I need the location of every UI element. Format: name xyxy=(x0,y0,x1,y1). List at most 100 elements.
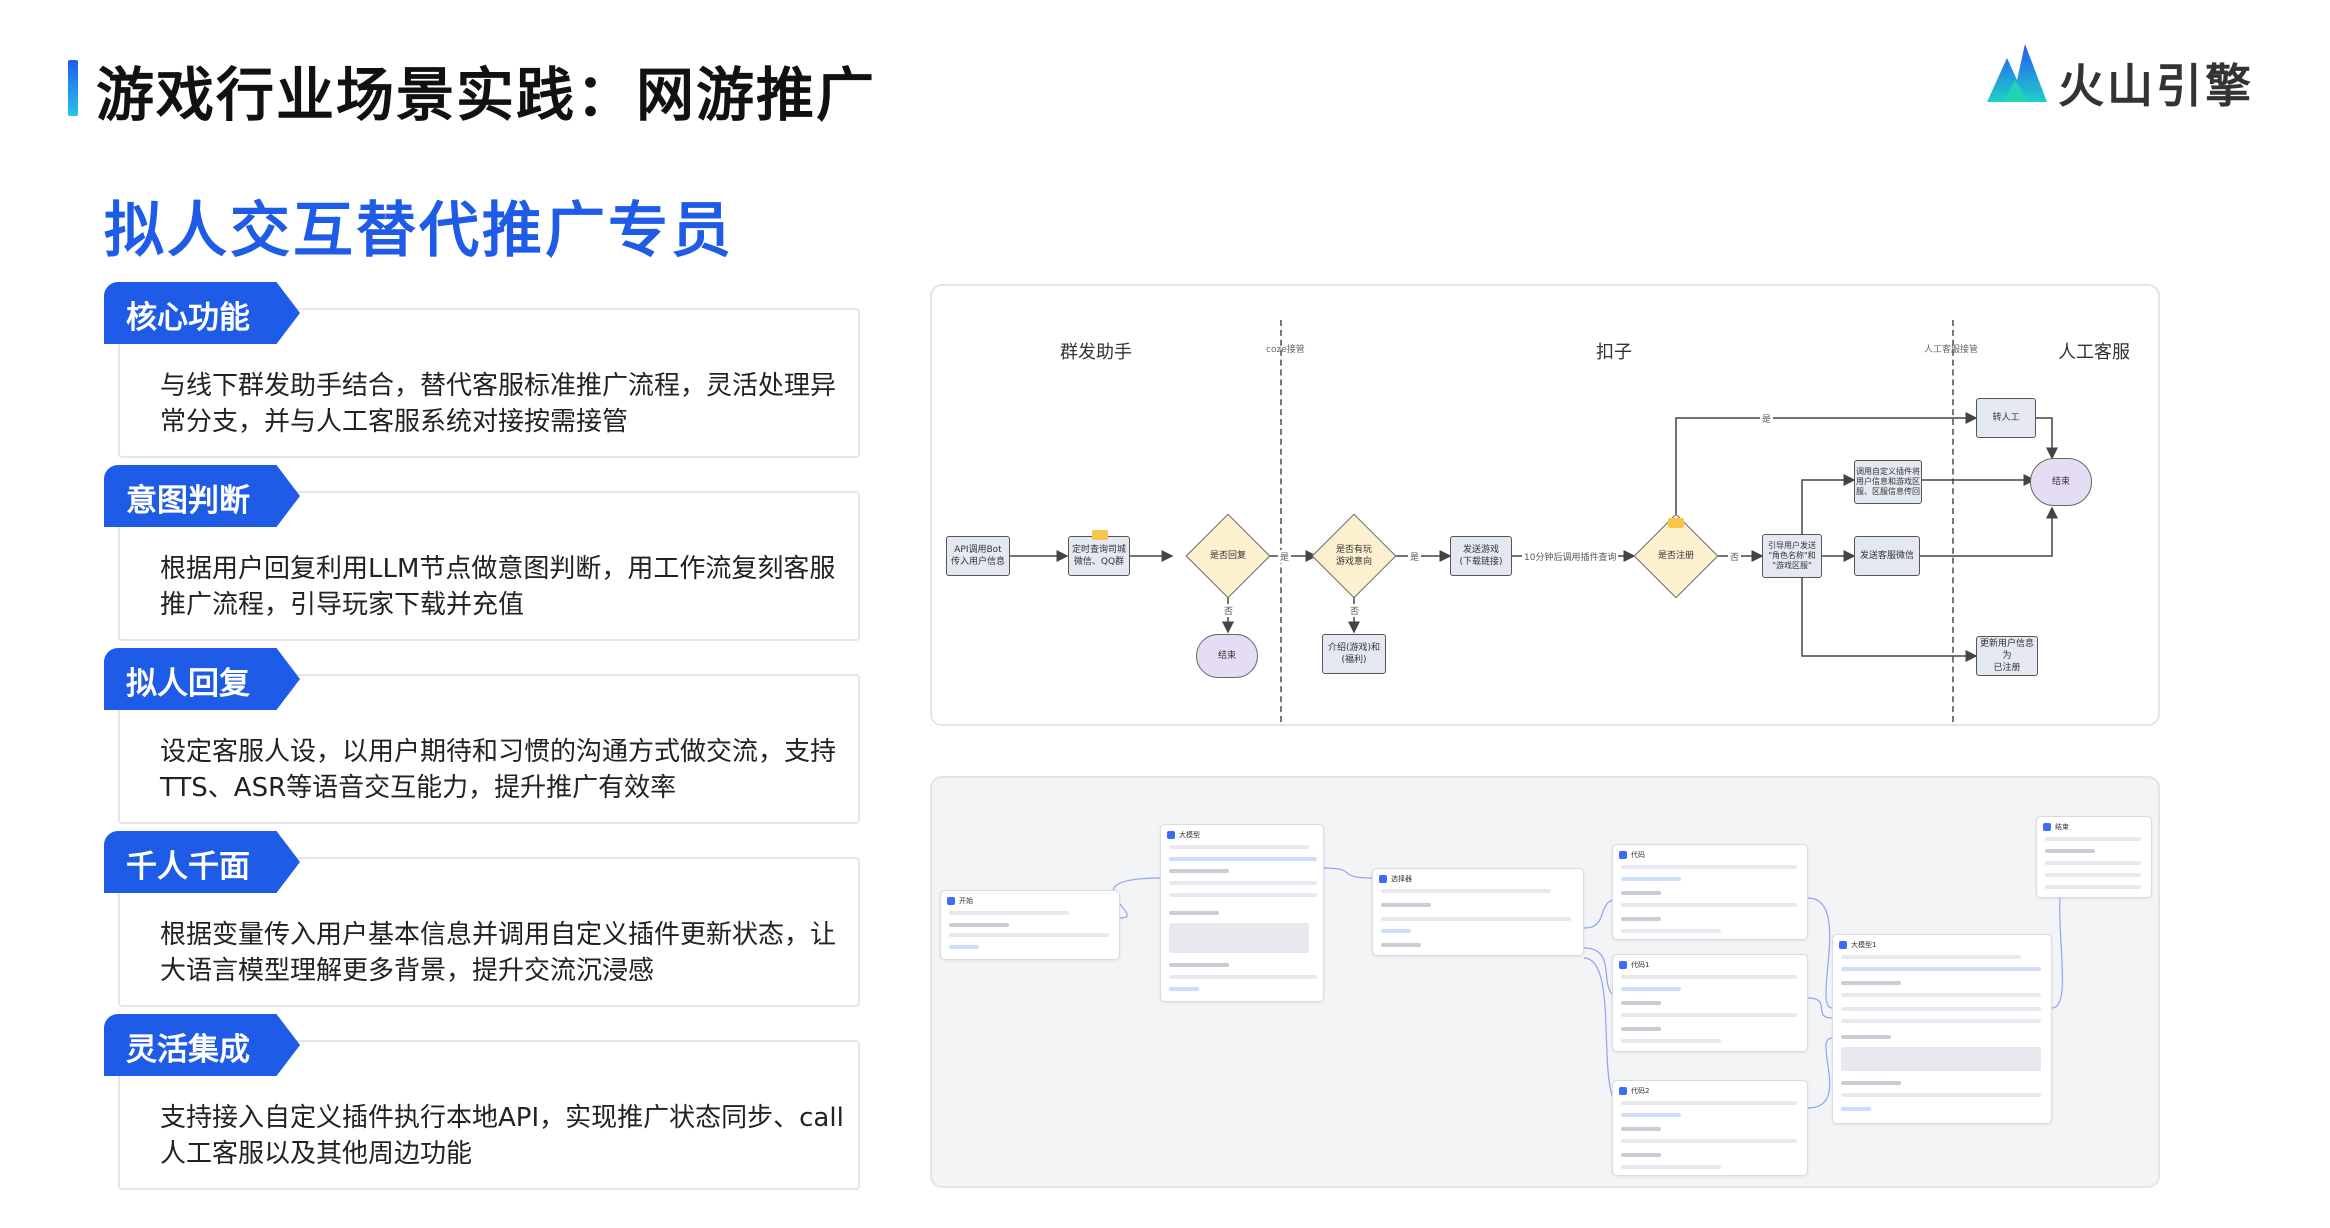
card-line xyxy=(1621,865,1797,869)
feature-text: 与线下群发助手结合，替代客服标准推广流程，灵活处理异常分支，并与人工客服系统对接… xyxy=(160,371,837,437)
card-line xyxy=(1169,963,1229,967)
node-reply-check-label: 是否回复 xyxy=(1209,551,1246,561)
divider-label-coze: coze接管 xyxy=(1266,345,1305,355)
card-line xyxy=(1621,1001,1661,1005)
feature-box: 根据变量传入用户基本信息并调用自定义插件更新状态，让大语言模型理解更多背景，提升… xyxy=(118,857,860,1007)
title-accent-bar xyxy=(68,60,78,116)
card-line xyxy=(1621,929,1721,933)
card-line xyxy=(2045,861,2141,865)
feature-text: 根据用户回复利用LLM节点做意图判断，用工作流复刻客服推广流程，引导玩家下载并充… xyxy=(160,554,836,620)
card-line xyxy=(1621,877,1681,881)
node-transfer-human: 转人工 xyxy=(1976,398,2036,438)
feature-tag: 千人千面 xyxy=(104,831,300,893)
card-line xyxy=(1621,917,1661,921)
card-line xyxy=(1621,1101,1797,1105)
feature-tag-label: 核心功能 xyxy=(126,300,250,336)
lane-title-coze: 扣子 xyxy=(1596,342,1632,363)
card-line xyxy=(949,923,1009,927)
card-line xyxy=(949,945,979,949)
workflow-card-start[interactable]: 开始 xyxy=(940,890,1120,960)
card-line xyxy=(949,911,1069,915)
feature-tag-label: 灵活集成 xyxy=(126,1032,250,1068)
node-update-registered: 更新用户信息为 已注册 xyxy=(1976,636,2038,676)
workflow-card-llm-1[interactable]: 大模型1 xyxy=(1832,934,2052,1124)
card-line xyxy=(1169,881,1317,885)
card-line xyxy=(2045,885,2141,889)
node-api-call: API调用Bot 传入用户信息 xyxy=(946,536,1010,576)
feature-text: 支持接入自定义插件执行本地API，实现推广状态同步、call人工客服以及其他周边… xyxy=(160,1103,844,1169)
card-line xyxy=(2045,873,2141,877)
card-line xyxy=(1841,993,2041,997)
node-register-check-label: 是否注册 xyxy=(1657,551,1694,561)
workflow-card-selector[interactable]: 选择器 xyxy=(1372,868,1584,956)
card-line xyxy=(1169,911,1219,915)
workflow-card-code[interactable]: 代码 xyxy=(1612,844,1808,940)
edge-label-yes: 是 xyxy=(1278,550,1292,563)
card-line xyxy=(1841,967,2041,971)
node-send-wechat: 发送客服微信 xyxy=(1854,536,1920,576)
edge-label-no: 否 xyxy=(1728,550,1742,563)
card-line xyxy=(2045,837,2141,841)
card-line xyxy=(1621,987,1681,991)
feature-box: 支持接入自定义插件执行本地API，实现推广状态同步、call人工客服以及其他周边… xyxy=(118,1040,860,1190)
feature-tag-label: 千人千面 xyxy=(126,849,250,885)
logo-text: 火山引擎 xyxy=(2058,59,2254,113)
card-line xyxy=(1841,1093,2041,1097)
workflow-card-title: 代码1 xyxy=(1619,960,1649,970)
workflow-canvas-panel: 开始 大模型 选择器 代码 代码1 xyxy=(930,776,2160,1188)
node-intent-label: 是否有玩 游戏意向 xyxy=(1335,545,1372,567)
lark-badge-icon xyxy=(1092,530,1108,540)
page-title: 游戏行业场景实践：网游推广 xyxy=(96,61,877,129)
node-bulk-query: 定时查询司城 微信、QQ群 xyxy=(1068,536,1130,576)
card-line xyxy=(1169,975,1317,979)
card-line xyxy=(1169,857,1317,861)
workflow-card-title: 代码2 xyxy=(1619,1086,1649,1096)
feature-tag: 核心功能 xyxy=(104,282,300,344)
workflow-card-title: 结束 xyxy=(2043,822,2069,832)
card-line xyxy=(1621,1027,1661,1031)
card-line xyxy=(1621,1127,1661,1131)
card-line xyxy=(1621,891,1661,895)
lane-divider-coze xyxy=(1280,320,1282,722)
feature-tag: 意图判断 xyxy=(104,465,300,527)
card-line xyxy=(1621,1039,1721,1043)
card-line xyxy=(1169,923,1309,953)
section-heading: 拟人交互替代推广专员 xyxy=(104,196,734,266)
workflow-card-code-1[interactable]: 代码1 xyxy=(1612,954,1808,1052)
card-line xyxy=(1621,1113,1681,1117)
edge-label-no: 否 xyxy=(1348,604,1362,617)
workflow-card-llm[interactable]: 大模型 xyxy=(1160,824,1324,1002)
node-plugin: 调用自定义插件将 用户信息和游戏区 服、区服信息传回 xyxy=(1854,460,1922,504)
card-line xyxy=(1841,1081,1901,1085)
card-line xyxy=(1621,1153,1661,1157)
feature-text: 根据变量传入用户基本信息并调用自定义插件更新状态，让大语言模型理解更多背景，提升… xyxy=(160,920,837,986)
edge-label-yes: 是 xyxy=(1760,412,1774,425)
workflow-card-end[interactable]: 结束 xyxy=(2036,816,2152,898)
workflow-card-title: 大模型 xyxy=(1167,830,1200,840)
lane-title-human-service: 人工客服 xyxy=(2058,342,2130,363)
feature-tag-label: 意图判断 xyxy=(126,483,250,519)
card-line xyxy=(1169,869,1229,873)
node-end-2: 结束 xyxy=(2030,458,2092,506)
workflow-card-title: 开始 xyxy=(947,896,973,906)
feature-text: 设定客服人设，以用户期待和习惯的沟通方式做交流，支持TTS、ASR等语音交互能力… xyxy=(160,737,837,803)
card-line xyxy=(1841,1035,1891,1039)
lark-badge-icon xyxy=(1668,518,1684,528)
card-line xyxy=(1169,987,1199,991)
card-line xyxy=(1621,975,1797,979)
card-line xyxy=(1621,1139,1797,1143)
volcano-engine-logo xyxy=(1987,44,2047,102)
card-line xyxy=(1841,1019,2041,1023)
card-line xyxy=(1621,903,1797,907)
edge-label-timer: 10分钟后调用插件查询 xyxy=(1522,550,1619,563)
card-line xyxy=(1841,955,2021,959)
card-line xyxy=(1841,1007,2041,1011)
card-line xyxy=(949,933,1109,937)
lane-divider-human xyxy=(1952,320,1954,722)
workflow-card-code-2[interactable]: 代码2 xyxy=(1612,1080,1808,1176)
node-end-1: 结束 xyxy=(1196,634,1258,678)
card-line xyxy=(1169,893,1317,897)
lane-title-bulk-assistant: 群发助手 xyxy=(1060,342,1132,363)
node-send-game: 发送游戏 (下载链接) xyxy=(1450,536,1512,576)
feature-tag: 拟人回复 xyxy=(104,648,300,710)
